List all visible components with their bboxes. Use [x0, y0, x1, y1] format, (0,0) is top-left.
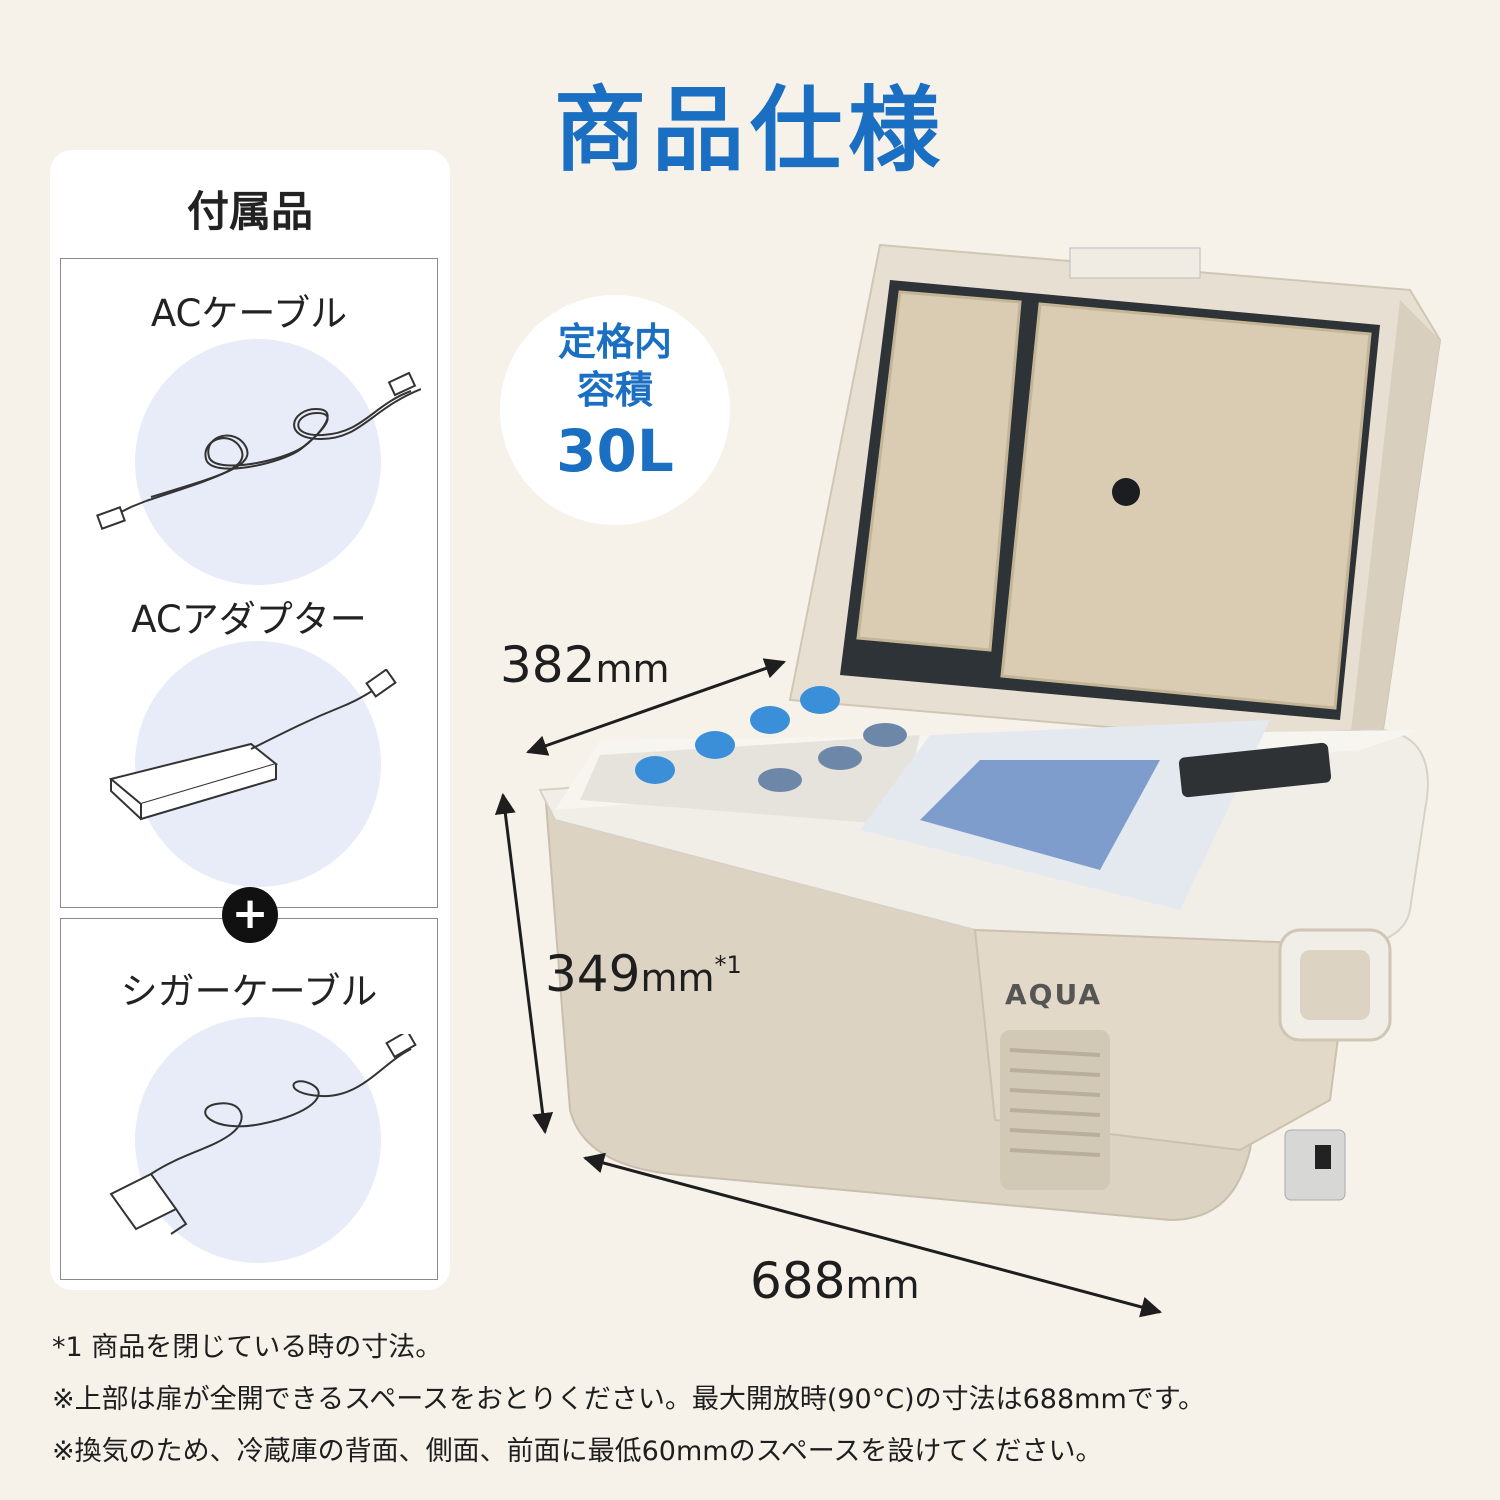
cooler-illustration [538, 243, 1442, 1222]
cigar-cable-icon [109, 1034, 417, 1235]
capacity-label-line1: 定格内 [557, 320, 672, 364]
brand-logo: AQUA [1005, 978, 1103, 1011]
depth-arrow [526, 658, 786, 756]
footnotes: *1 商品を閉じている時の寸法。 ※上部は扉が全開できるスペースをおとりください… [52, 1322, 1452, 1478]
width-value: 688 [750, 1252, 846, 1310]
page-title: 商品仕様 [553, 77, 946, 184]
capacity-label-line2: 容積 [576, 368, 653, 412]
ac-adapter-label: ACアダプター [131, 598, 367, 641]
plus-icon: + [222, 887, 278, 943]
capacity-value: 30L [556, 417, 674, 485]
width-arrow [582, 1152, 1163, 1318]
ac-adapter-icon [108, 669, 397, 821]
accessories-heading: 付属品 [186, 187, 313, 236]
capacity-badge: 定格内 容積 30L [500, 295, 730, 525]
lid [788, 243, 1442, 752]
cigar-cable-label: シガーケーブル [120, 970, 378, 1013]
depth-value: 382 [500, 636, 596, 694]
height-dimension: 349mm*1 [545, 945, 742, 1003]
ac-cable-label: ACケーブル [150, 292, 348, 335]
height-unit: mm [640, 956, 715, 1000]
width-dimension: 688mm [750, 1252, 919, 1310]
accessories-box-cigar: シガーケーブル [60, 918, 438, 1280]
cigar-cable-circle [135, 1017, 381, 1263]
ac-cable-icon [96, 371, 421, 530]
height-arrow [494, 792, 554, 1135]
footnote-2: ※上部は扉が全開できるスペースをおとりください。最大開放時(90°C)の寸法は6… [52, 1384, 1206, 1415]
height-note-mark: *1 [714, 951, 742, 979]
width-unit: mm [845, 1263, 920, 1307]
depth-unit: mm [595, 647, 670, 691]
depth-dimension: 382mm [500, 636, 669, 694]
accessories-box-ac: ACケーブル ACアダプター [60, 258, 438, 908]
footnote-1: *1 商品を閉じている時の寸法。 [52, 1332, 443, 1363]
height-value: 349 [545, 945, 641, 1003]
footnote-3: ※換気のため、冷蔵庫の背面、側面、前面に最低60mmのスペースを設けてください。 [52, 1436, 1103, 1467]
